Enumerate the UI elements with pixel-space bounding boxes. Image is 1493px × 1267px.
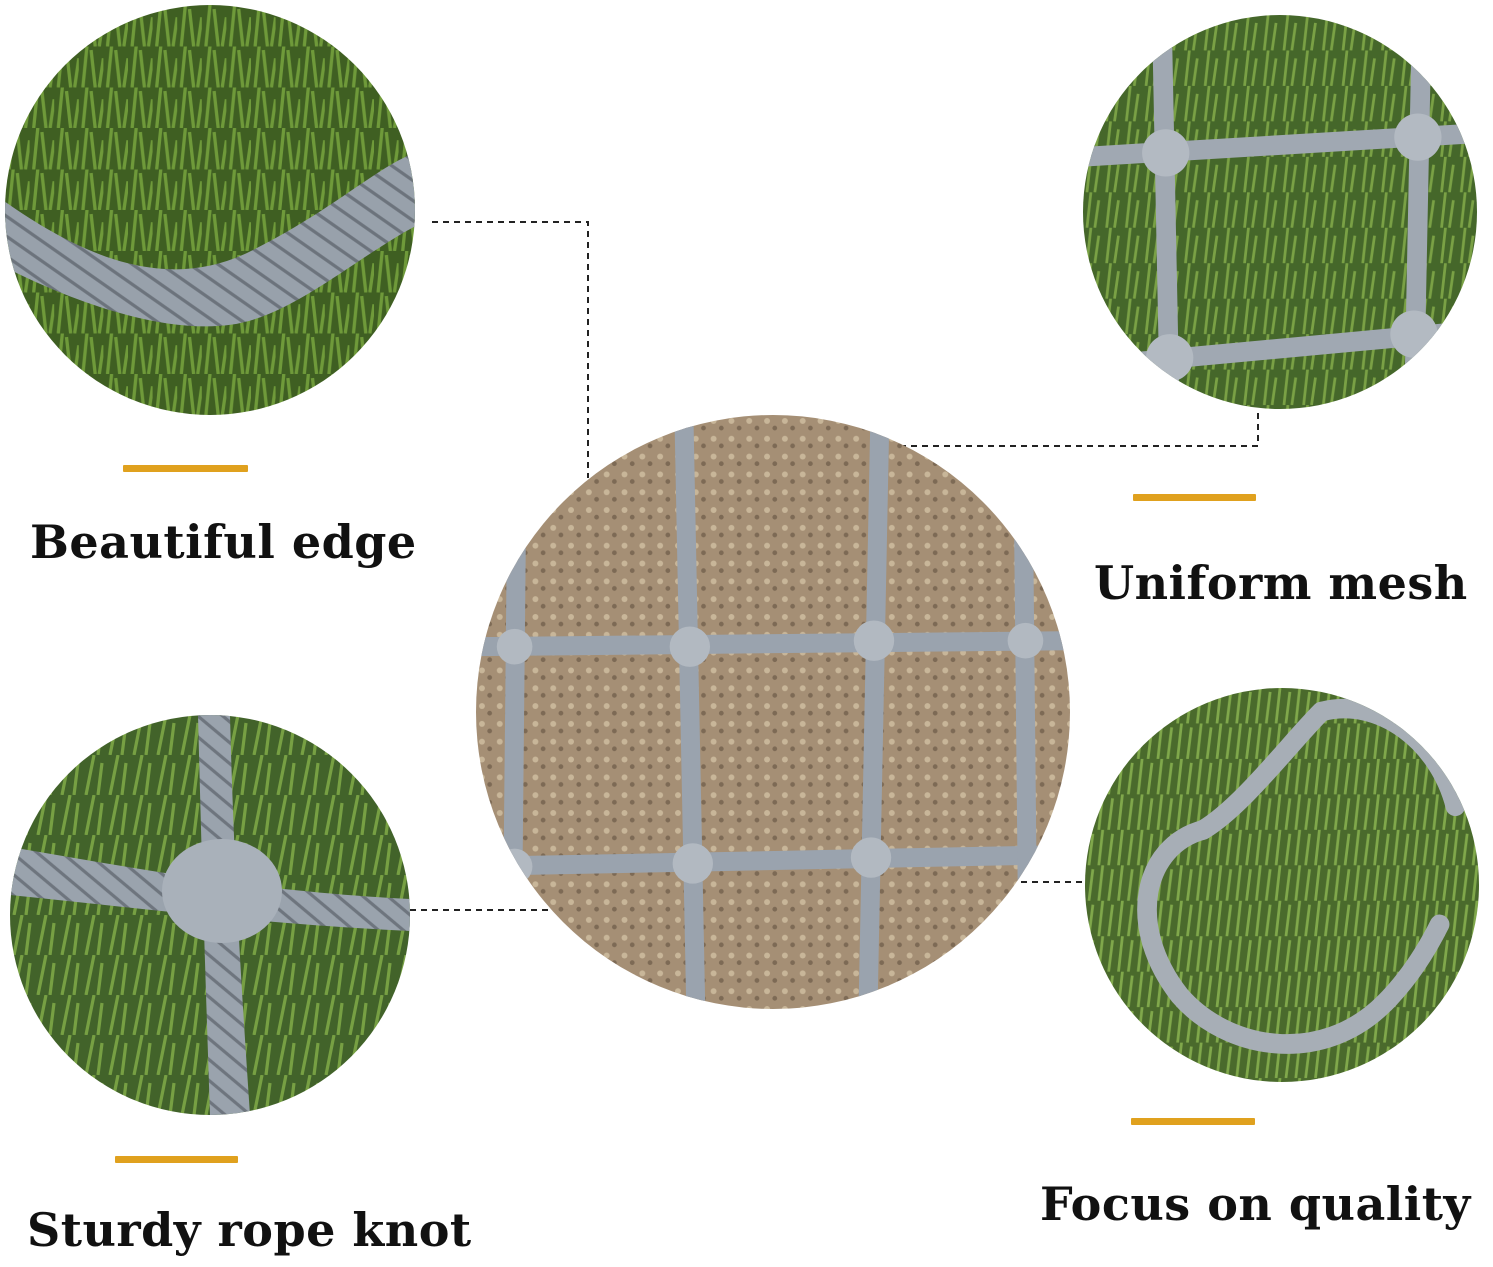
- label-quality: Focus on quality: [1040, 1177, 1471, 1231]
- photo-edge: [5, 5, 415, 415]
- accent-bar-quality: [1131, 1118, 1255, 1125]
- accent-bar-knot: [115, 1156, 238, 1163]
- photo-quality: [1085, 688, 1479, 1082]
- connector-edge: [432, 221, 589, 478]
- photo-center-net: [476, 415, 1070, 1009]
- accent-bar-mesh: [1133, 494, 1256, 501]
- photo-mesh: [1083, 15, 1477, 409]
- photo-knot: [10, 715, 410, 1115]
- label-mesh: Uniform mesh: [1094, 556, 1468, 610]
- connector-mesh: [900, 410, 1259, 447]
- label-knot: Sturdy rope knot: [27, 1203, 472, 1257]
- accent-bar-edge: [123, 465, 248, 472]
- label-edge: Beautiful edge: [30, 515, 417, 569]
